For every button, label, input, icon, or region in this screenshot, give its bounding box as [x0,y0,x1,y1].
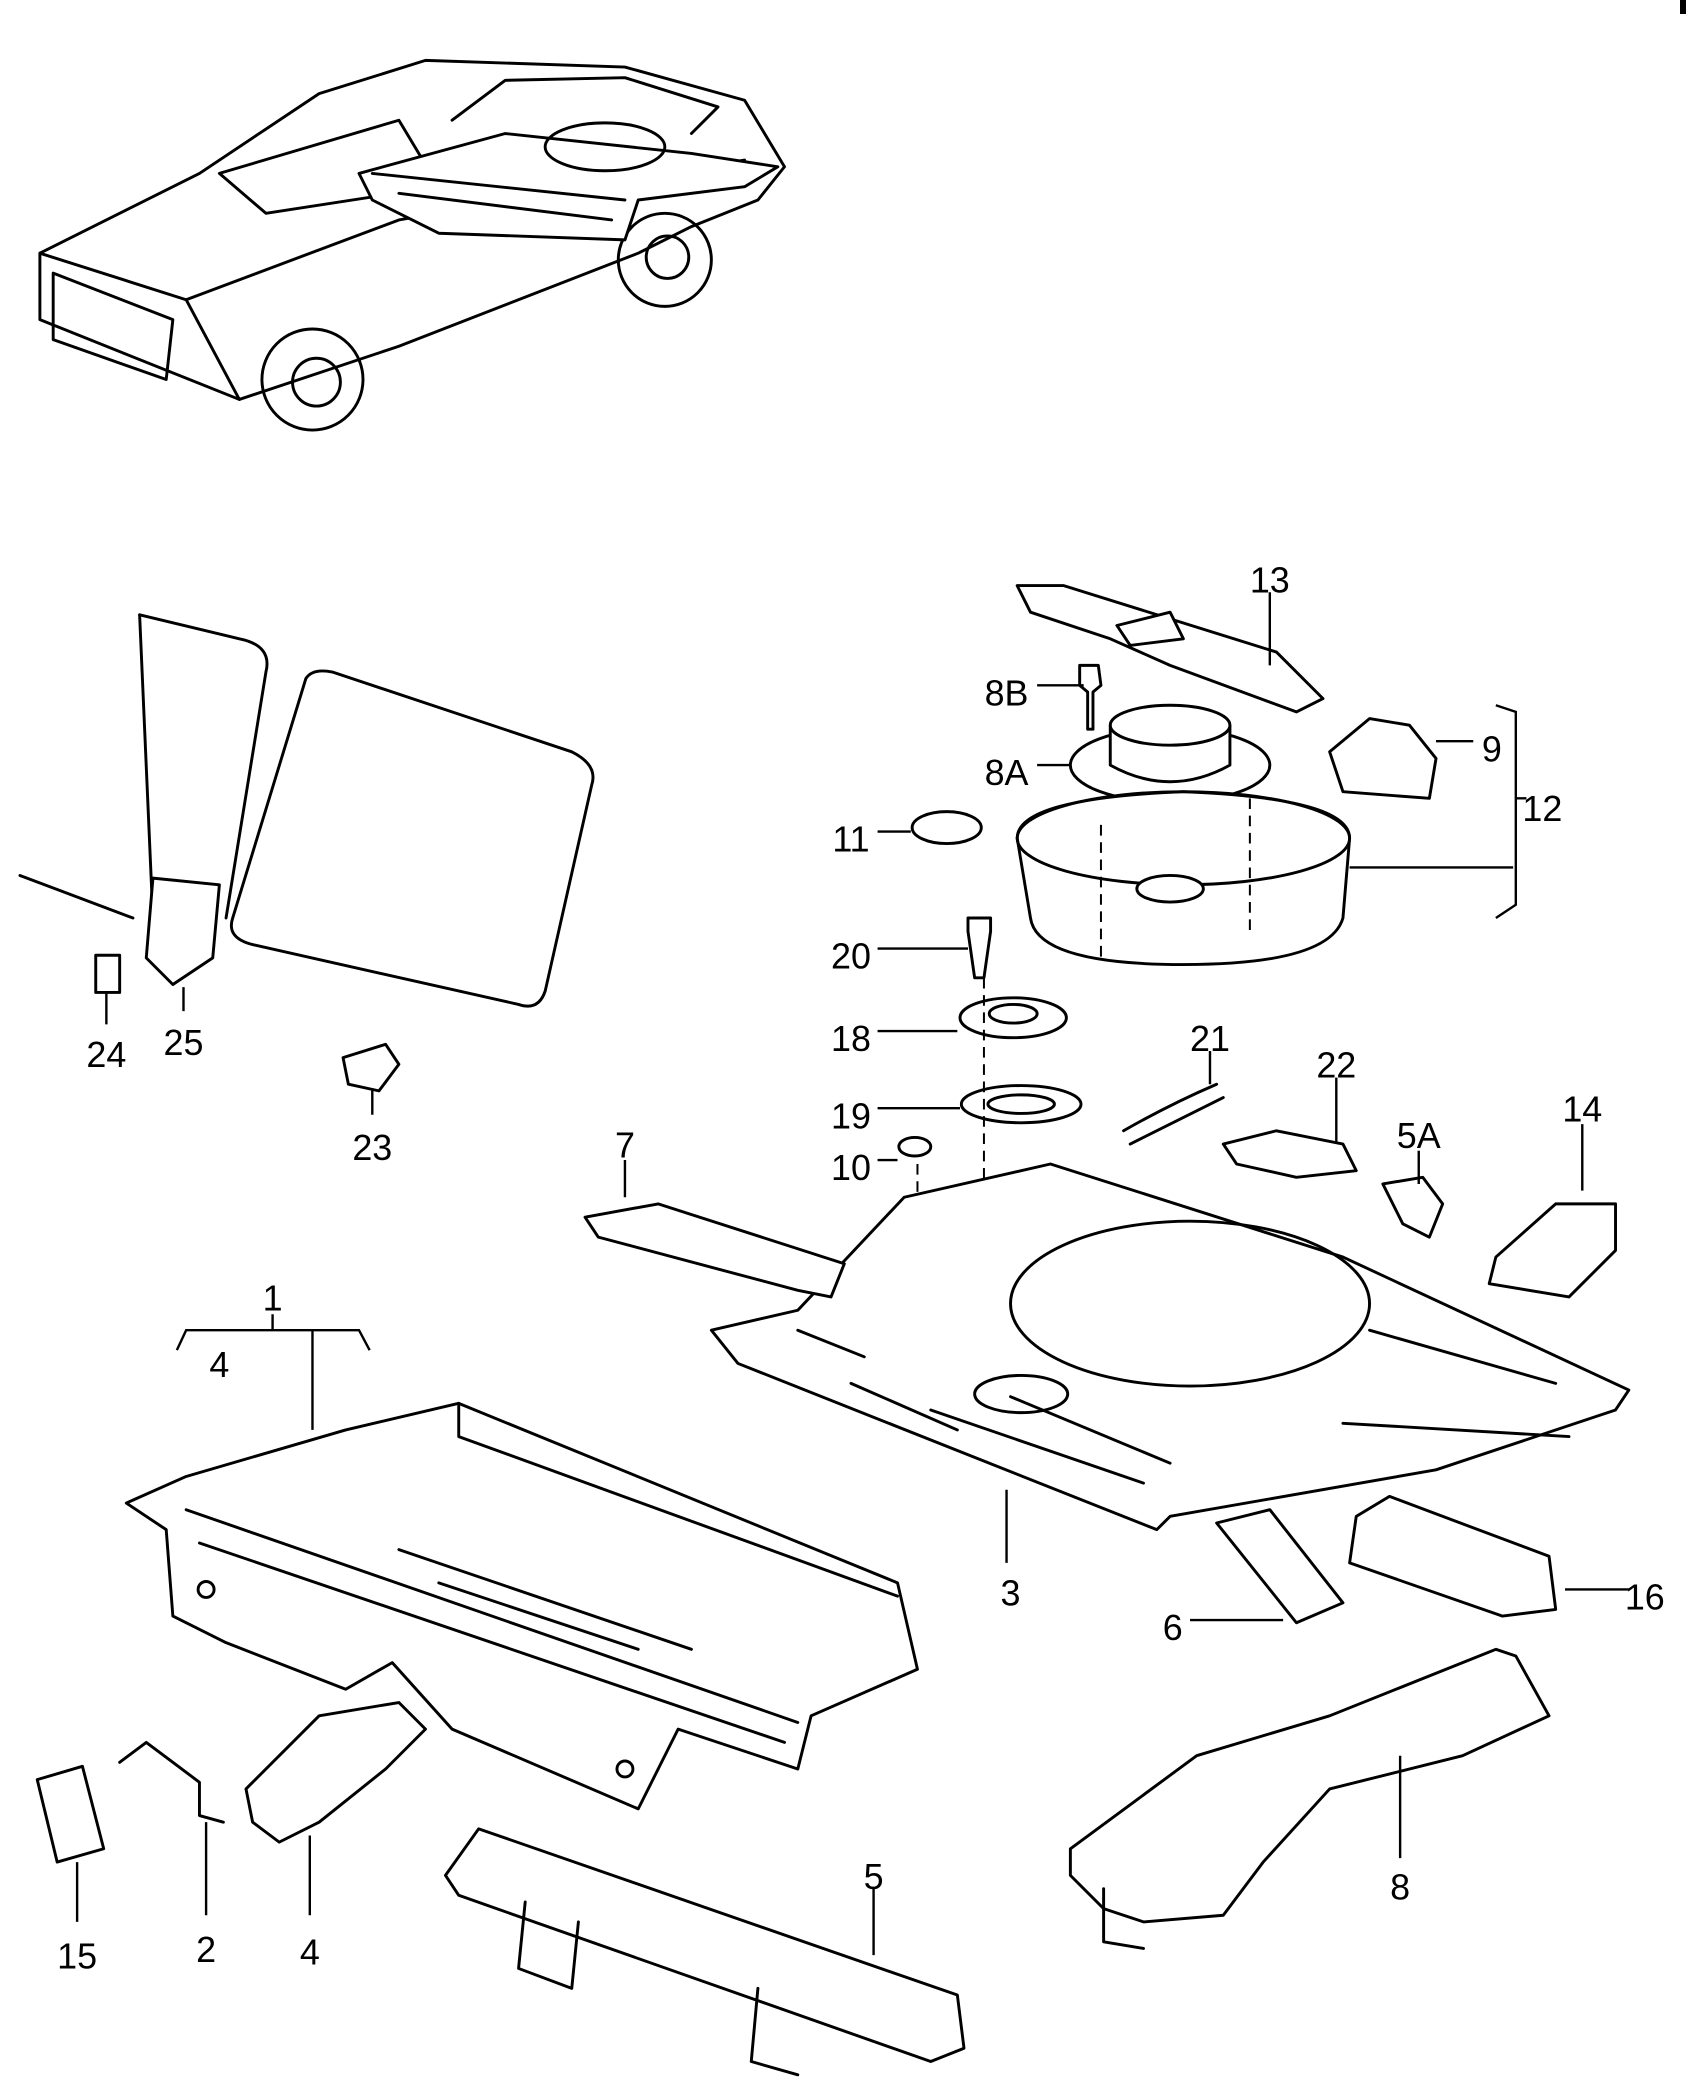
callout-label-10: 10 [831,1148,871,1188]
callout-label-5a: 5A [1397,1116,1441,1156]
callout-label-7: 7 [615,1126,635,1166]
callout-label-14: 14 [1562,1090,1602,1130]
callout-label-8b: 8B [985,673,1029,713]
callout-label-3: 3 [1001,1574,1021,1614]
callout-label-21: 21 [1190,1019,1230,1059]
callout-label-18: 18 [831,1019,871,1059]
spare-wheel-well-parts [897,584,1617,1410]
callout-label-4: 4 [300,1933,320,1973]
front-floor-pan-illustration [35,1401,1551,2077]
page-corner-mark [1680,0,1686,14]
car-overview-illustration [38,58,786,432]
callout-label-22: 22 [1316,1046,1356,1086]
rear-floor-pan-illustration [583,1162,1631,1625]
callout-label-15: 15 [57,1937,97,1977]
callout-label-25: 25 [164,1023,204,1063]
callout-label-9: 9 [1482,729,1502,769]
callout-label-11: 11 [832,820,869,860]
callout-label-16: 16 [1625,1578,1665,1618]
callout-label-6: 6 [1163,1608,1183,1648]
callout-label-4: 4 [209,1345,229,1385]
callout-label-12: 12 [1522,789,1562,829]
callout-label-24: 24 [86,1035,126,1075]
callout-label-13: 13 [1250,560,1290,600]
callout-label-20: 20 [831,937,871,977]
callout-label-19: 19 [831,1096,871,1136]
callout-label-2: 2 [196,1930,216,1970]
leader-lines [75,592,1629,1956]
callout-label-8a: 8A [985,753,1029,793]
callout-label-5: 5 [864,1857,884,1897]
callout-label-23: 23 [352,1128,392,1168]
callout-label-8: 8 [1390,1867,1410,1907]
rear-seat-illustration [18,613,595,1093]
callout-label-1: 1 [263,1278,283,1318]
